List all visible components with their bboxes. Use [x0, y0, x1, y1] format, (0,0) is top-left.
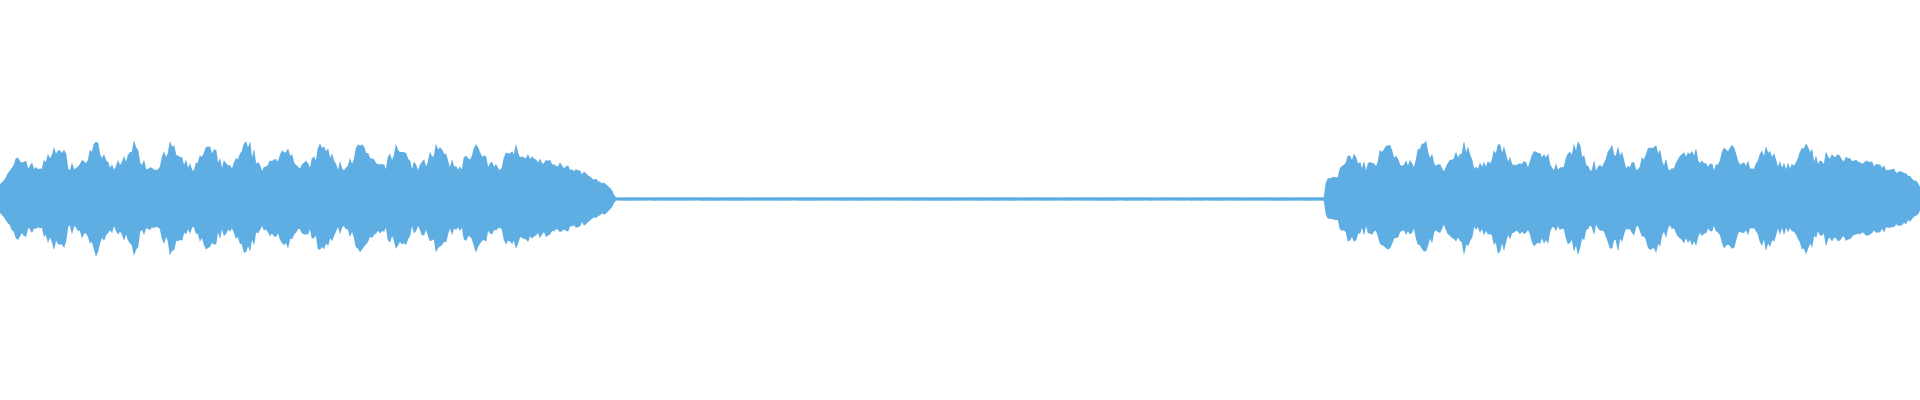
- waveform-path: [0, 140, 1920, 257]
